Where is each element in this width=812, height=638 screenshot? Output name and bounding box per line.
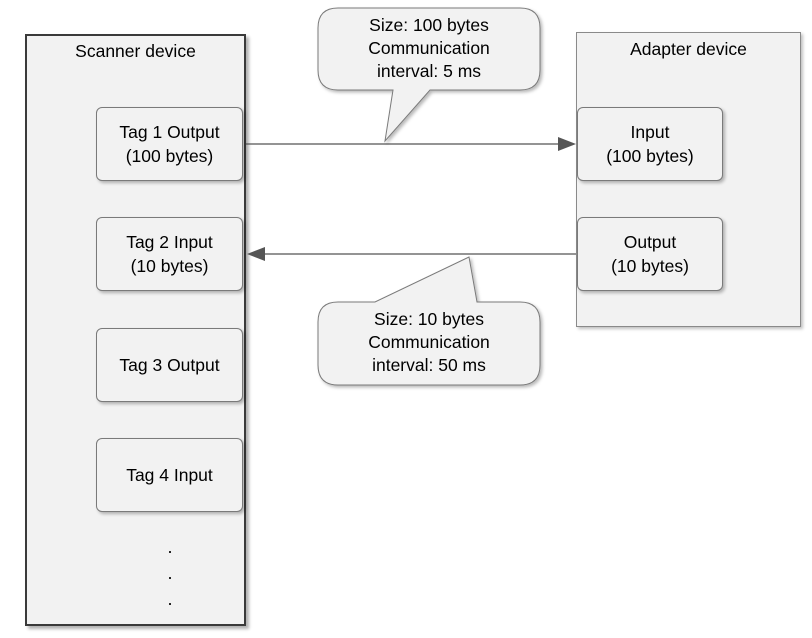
- continuation-dot: .: [167, 537, 173, 557]
- tag-2-label: Tag 2 Input: [126, 232, 213, 252]
- continuation-dot: .: [167, 563, 173, 583]
- adapter-device-title: Adapter device: [630, 39, 747, 59]
- callout-1-size: Size: 100 bytes: [369, 15, 489, 35]
- adapter-output-box: Output (10 bytes): [577, 217, 723, 291]
- adapter-output-size: (10 bytes): [611, 256, 689, 276]
- tag-1-size: (100 bytes): [125, 146, 214, 166]
- callout-2-shape: [317, 256, 541, 386]
- callout-2-label: Communication: [368, 332, 490, 352]
- continuation-dot: .: [167, 589, 173, 609]
- callout-1-label: Communication: [368, 38, 490, 58]
- scanner-device-title: Scanner device: [75, 41, 196, 61]
- tag-1-label: Tag 1 Output: [119, 122, 220, 142]
- tag-1-output-box: Tag 1 Output (100 bytes): [96, 107, 243, 181]
- tag-2-size: (10 bytes): [130, 256, 209, 276]
- tag-4-label: Tag 4 Input: [126, 465, 213, 485]
- adapter-output-label: Output: [623, 232, 677, 252]
- callout-2-interval: interval: 50 ms: [372, 355, 486, 375]
- adapter-input-label: Input: [630, 122, 670, 142]
- tag-3-output-box: Tag 3 Output: [96, 328, 243, 402]
- callout-2-size: Size: 10 bytes: [374, 309, 484, 329]
- tag-2-input-box: Tag 2 Input (10 bytes): [96, 217, 243, 291]
- continuation-dots: . . .: [150, 534, 190, 612]
- adapter-input-size: (100 bytes): [606, 146, 694, 166]
- callout-1-shape: [317, 7, 541, 143]
- tag-3-label: Tag 3 Output: [119, 355, 220, 375]
- callout-2-text: Size: 10 bytes Communication interval: 5…: [318, 308, 540, 377]
- callout-1-text: Size: 100 bytes Communication interval: …: [318, 14, 540, 83]
- adapter-input-box: Input (100 bytes): [577, 107, 723, 181]
- arrowhead-right-icon: [558, 137, 576, 151]
- callout-1-interval: interval: 5 ms: [376, 61, 482, 81]
- tag-4-input-box: Tag 4 Input: [96, 438, 243, 512]
- arrowhead-left-icon: [247, 247, 265, 261]
